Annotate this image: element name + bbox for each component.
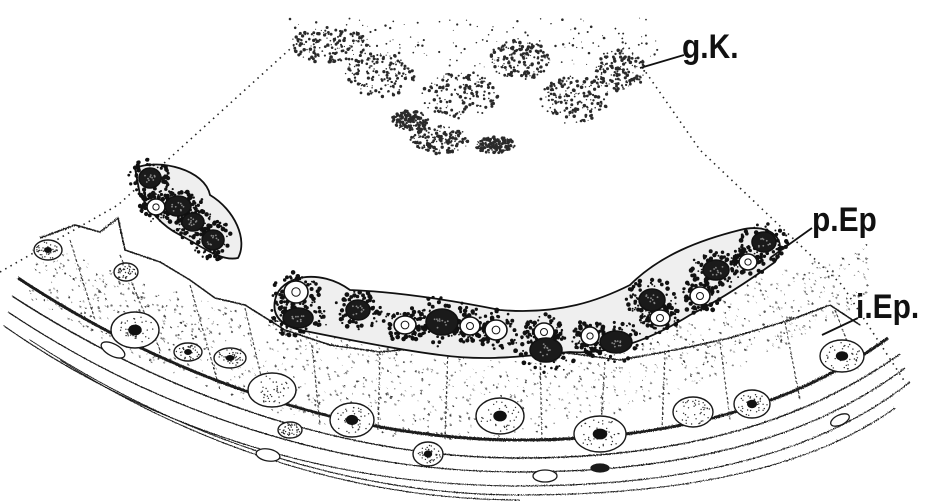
- granular-cytoplasm-mass: [289, 18, 659, 156]
- label-iep: i.Ep.: [856, 290, 919, 324]
- leader-line-gk: [640, 55, 684, 68]
- leader-line-iep: [822, 318, 858, 335]
- label-pep: p.Ep: [812, 203, 877, 237]
- label-gk: g.K.: [682, 30, 739, 64]
- pigment-epithelium: [127, 158, 789, 374]
